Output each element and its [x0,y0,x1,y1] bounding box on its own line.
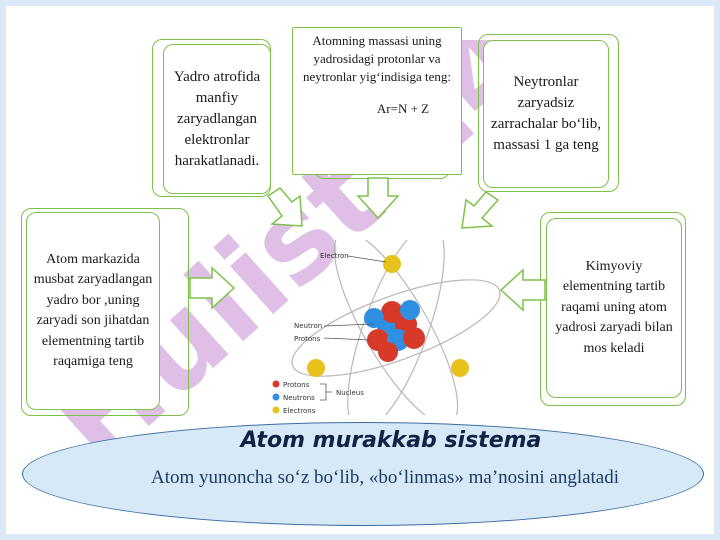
summary-oval [22,422,704,526]
atomic-number-box: Kimyoviy elementning tartib raqami uning… [546,218,682,398]
legend: Protons Neutrons Electrons Nucleus [272,380,364,415]
electron-left [307,359,325,377]
arrow-down-right [461,191,500,229]
arrow-left [499,268,546,312]
electron-top [383,255,401,273]
mass-formula: Ar=N + Z [376,101,430,116]
neutrons-box: Neytronlar zaryadsiz zarrachalar bo‘lib,… [483,40,609,188]
electrons-box: Yadro atrofida manfiy zaryadlangan elekt… [163,44,271,194]
electron-label: Electron [320,252,349,260]
electrons-text: Yadro atrofida manfiy zaryadlangan elekt… [173,68,261,169]
nucleus [364,300,425,362]
neutrons-text: Neytronlar zaryadsiz zarrachalar bo‘lib,… [491,74,601,153]
electron-right [451,359,469,377]
legend-neutrons: Neutrons [283,394,315,402]
orbit-1 [291,279,501,377]
neutron-label: Neutron [294,322,322,330]
nucleus-label: Nucleus [336,389,364,397]
legend-protons: Protons [283,381,310,389]
nucleus-box: Atom markazida musbat zaryadlangan yadro… [26,212,160,410]
atom-diagram: Electron Neutron Protons Protons Neutron… [272,240,501,415]
mass-box: Atomning massasi uning yadrosidagi proto… [292,27,462,175]
arrow-down-left [266,187,303,227]
protons-label: Protons [294,335,321,343]
mass-text: Atomning massasi uning yadrosidagi proto… [302,33,452,84]
neutrons-box-back [478,34,619,192]
nucleus-text: Atom markazida musbat zaryadlangan yadro… [33,251,153,370]
arrow-right [189,266,236,310]
atomic-number-text: Kimyoviy elementning tartib raqami uning… [555,258,673,356]
arrow-down-center [356,177,400,220]
summary-text: Atom yunoncha so‘z bo‘lib, «bo‘linmas» m… [150,467,620,488]
nucleus-box-back [21,208,189,416]
summary-title: Atom murakkab sistema [240,428,542,453]
atomic-number-box-back [540,212,686,406]
legend-electrons: Electrons [283,407,316,415]
